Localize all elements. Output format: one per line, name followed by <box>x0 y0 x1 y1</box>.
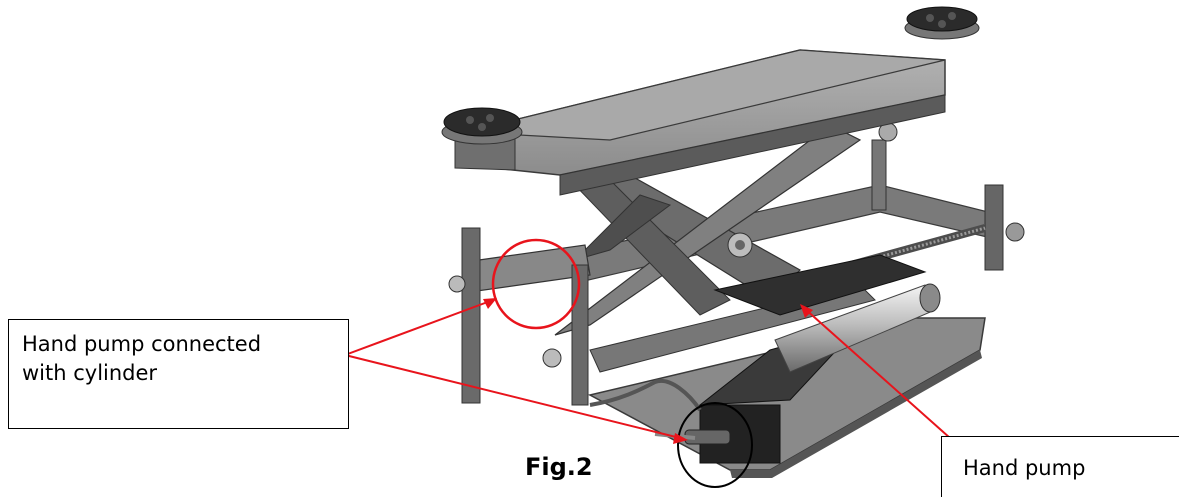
callout-arrows <box>344 298 951 444</box>
pump-connection-circle <box>677 402 753 488</box>
rubber-pad-left <box>441 107 523 145</box>
callout-pump-connected-line2: with cylinder <box>22 361 158 385</box>
callout-pump-connected-line1: Hand pump connected <box>22 332 262 356</box>
figure-caption: Fig.2 <box>525 453 593 481</box>
cylinder-connection-circle <box>491 238 581 330</box>
callout-pump-connected: Hand pump connected with cylinder <box>8 319 349 429</box>
rubber-pad-right <box>904 6 980 40</box>
callout-hand-pump-label: Hand pump <box>963 456 1086 480</box>
hand-pump-body <box>654 254 941 464</box>
callout-hand-pump: Hand pump <box>941 436 1179 497</box>
top-saddle-beam <box>454 49 946 196</box>
hydraulic-hose <box>589 378 702 412</box>
